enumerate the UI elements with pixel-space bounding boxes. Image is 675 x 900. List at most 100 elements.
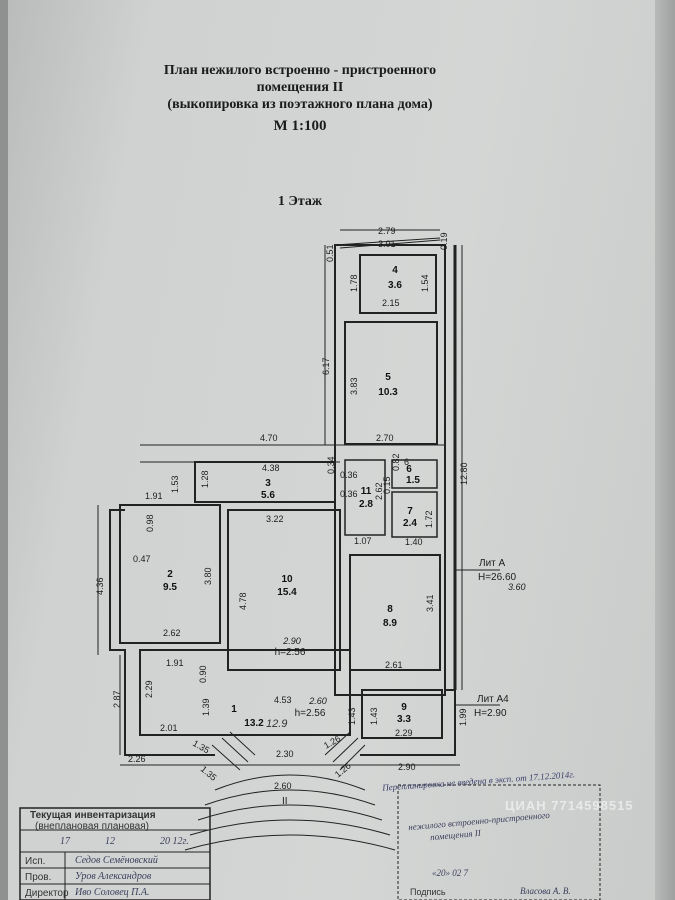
dim-301: 3.01: [378, 239, 396, 249]
dim-199: 1.99: [458, 708, 468, 726]
dim-201: 2.01: [160, 723, 178, 733]
room-1-outline: [139, 649, 351, 736]
dim-036b: 0.36: [340, 489, 358, 499]
room-2-outline: [119, 504, 221, 644]
stair-right: [324, 731, 366, 771]
floor-label: 1 Этаж: [277, 194, 323, 209]
room-9-area: 3.3: [397, 714, 411, 725]
dim-436: 4.36: [95, 577, 105, 595]
watermark: ЦИАН 7714598515: [505, 798, 634, 813]
room-10-outline: [227, 509, 341, 671]
room-8-outline: [349, 554, 441, 671]
dim-036a: 0.36: [340, 470, 358, 480]
dim-617: 6.17: [321, 357, 331, 375]
room-7-area: 2.4: [403, 518, 417, 529]
room-8-num: 8: [387, 604, 393, 615]
dim-1280: 12.80: [459, 462, 469, 485]
dim-383: 3.83: [349, 377, 359, 395]
room-1-num: 1: [231, 704, 237, 715]
stamp-left-frame: [19, 807, 211, 900]
room-5-outline: [344, 321, 438, 445]
room-11-outline: [344, 459, 386, 536]
stamp-row1-label: Исп.: [25, 856, 46, 867]
dim-260: 2.60: [274, 781, 292, 791]
dim-082: 0.82: [391, 453, 401, 471]
room-2-num: 2: [167, 569, 173, 580]
room-6-area: 1.5: [406, 475, 420, 486]
room-6-outline: [391, 459, 438, 489]
stamp-row2-sign: Уров Александров: [75, 871, 152, 882]
plan-sheet: [8, 0, 668, 900]
wall-top: [334, 237, 441, 246]
room-10-num: 10: [281, 574, 293, 585]
outer-wall-left: [109, 509, 215, 756]
room-1-height: h=2.56: [295, 708, 326, 719]
stamp-right-sign-label: Подпись: [410, 887, 446, 897]
room-1-area: 13.2: [244, 718, 264, 729]
dim-6: 6: [404, 457, 409, 467]
title-line-2: помещения II: [256, 80, 344, 95]
stamp-date-day: 17: [60, 836, 70, 847]
dim-470: 4.70: [260, 433, 278, 443]
porch-arc-1: [214, 774, 366, 791]
room-8-area: 8.9: [383, 618, 397, 629]
dim-015: 0.15: [382, 476, 392, 494]
room-3-num: 3: [265, 478, 271, 489]
stamp-date-month: 12: [105, 836, 115, 847]
dim-128: 1.28: [200, 470, 210, 488]
stamp-date-year: 20 12г.: [160, 836, 189, 847]
dim-034: 0.34: [326, 456, 336, 474]
porch-roman: II: [282, 796, 288, 807]
dim-226: 2.26: [128, 754, 146, 764]
dim-290: 2.90: [398, 762, 416, 772]
dim-051: 0.51: [325, 244, 335, 262]
room-10-area: 15.4: [277, 587, 297, 598]
dim-143b: 1.43: [369, 707, 379, 725]
dim-322: 3.22: [266, 514, 284, 524]
dim-270: 2.70: [376, 433, 394, 443]
room-7-outline: [391, 491, 438, 538]
dim-139: 1.39: [201, 698, 211, 716]
room-5-area: 10.3: [378, 387, 398, 398]
dim-107: 1.07: [354, 536, 372, 546]
dim-140: 1.40: [405, 537, 423, 547]
stamp-title: Текущая инвентаризация: [30, 810, 156, 821]
lit-a4-height: H=2.90: [474, 708, 507, 719]
room-5-num: 5: [385, 372, 391, 383]
page-edge: [655, 0, 675, 900]
room-10-hand-height: 2.90: [282, 636, 301, 646]
room-4-area: 3.6: [388, 280, 402, 291]
scale-label: М 1:100: [273, 118, 327, 134]
dim-019: 0.19: [439, 232, 449, 250]
dim-172: 1.72: [424, 510, 434, 528]
lit-a-height: H=26.60: [478, 572, 517, 583]
dim-154: 1.54: [420, 274, 430, 292]
dim-279: 2.79: [378, 226, 396, 236]
stamp-right-date: «20» 02 7: [432, 868, 468, 878]
stamp-row3-sign: Иво Соловец П.А.: [75, 887, 150, 898]
dim-230: 2.30: [276, 749, 294, 759]
room-4-outline: [359, 254, 437, 314]
stamp-right-frame: [397, 784, 601, 900]
outer-wall-right: [360, 689, 456, 756]
room-4-num: 4: [392, 265, 398, 276]
room-1-hand-area: 12.9: [266, 718, 287, 730]
dim-341: 3.41: [425, 594, 435, 612]
dim-047: 0.47: [133, 554, 151, 564]
dim-178: 1.78: [349, 274, 359, 292]
lit-a-hand-height: 3.60: [508, 582, 526, 592]
stamp-row3-label: Директор: [25, 888, 69, 899]
room-1-hand-height: 2.60: [308, 696, 327, 706]
dim-262: 2.62: [374, 482, 384, 500]
dim-453: 4.53: [274, 695, 292, 705]
dim-143a: 1.43: [347, 707, 357, 725]
dim-287: 2.87: [112, 690, 122, 708]
dim-215: 2.15: [382, 298, 400, 308]
room-10-height: h=2.56: [275, 647, 306, 658]
room-7-num: 7: [407, 506, 413, 517]
dim-126b: 1.26: [333, 761, 353, 780]
stamp-row1-sign: Седов Семёновский: [75, 855, 158, 866]
stamp-subtitle: (внеплановая плановая): [35, 821, 149, 832]
porch-arc-4: [189, 819, 391, 836]
